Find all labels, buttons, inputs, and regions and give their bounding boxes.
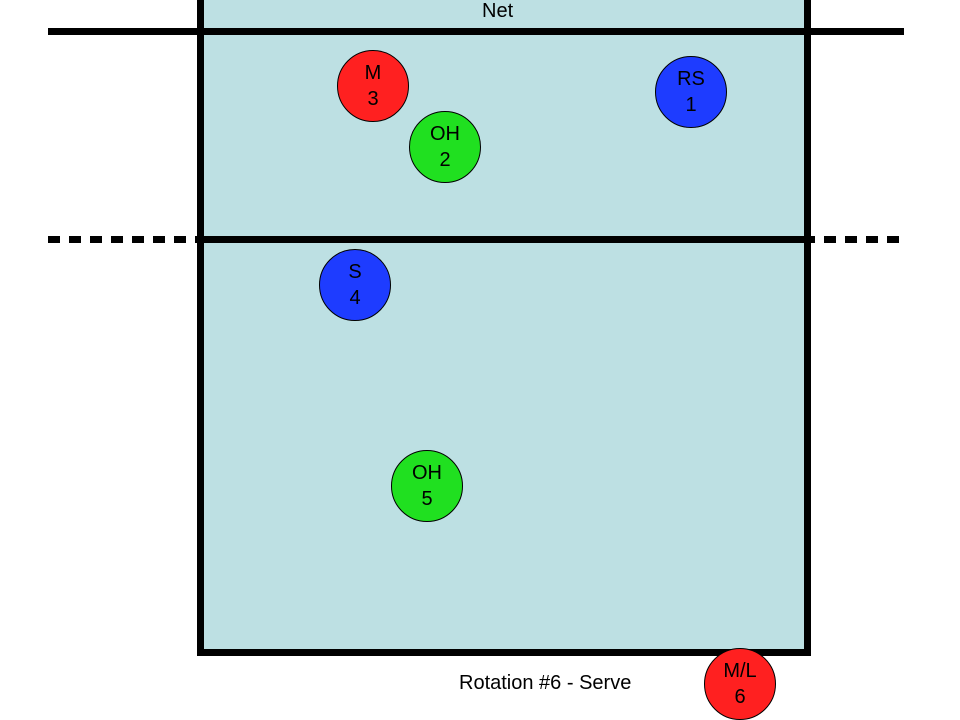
attack-line-extension-right [803,236,907,243]
player-number: 6 [734,686,746,708]
player-role: OH [412,462,442,484]
player-middle-3: M 3 [337,50,409,122]
attack-line-extension-left [48,236,197,243]
player-setter-4: S 4 [319,249,391,321]
player-role: S [348,261,362,283]
player-number: 4 [349,287,361,309]
player-number: 2 [439,149,451,171]
attack-line [197,236,803,243]
player-number: 5 [421,488,433,510]
player-outside-5: OH 5 [391,450,463,522]
net-line [48,28,904,35]
player-right-side-1: RS 1 [655,56,727,128]
player-role: M [364,62,382,84]
player-middle-libero-6: M/L 6 [704,648,776,720]
rotation-label: Rotation #6 - Serve [459,672,632,694]
player-role: RS [677,68,705,90]
player-outside-2: OH 2 [409,111,481,183]
player-role: M/L [723,660,757,682]
player-role: OH [430,123,460,145]
player-number: 1 [685,94,697,116]
player-number: 3 [367,88,379,110]
net-label: Net [482,0,514,22]
